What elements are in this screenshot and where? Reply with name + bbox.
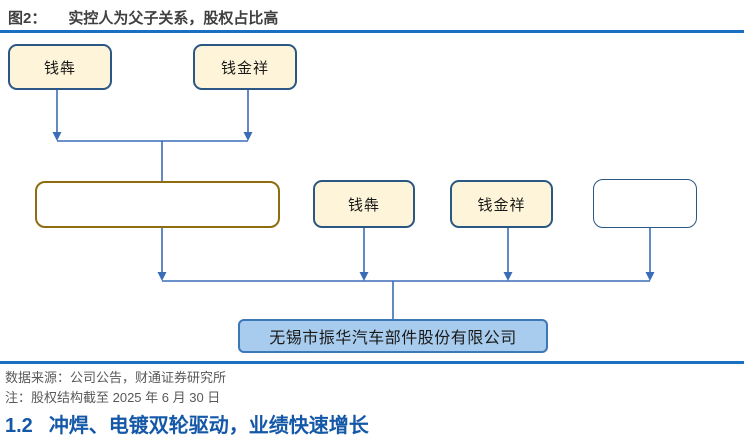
figure-top-rule: [0, 30, 744, 33]
node-holding-entity-redacted: [35, 181, 280, 228]
data-source-line: 数据来源：公司公告，财通证券研究所: [5, 370, 227, 385]
figure-bottom-rule: [0, 361, 744, 364]
section-number: 1.2: [5, 415, 33, 437]
node-son-top-label: 钱金祥: [220, 59, 269, 77]
figure-title-text: 实控人为父子关系，股权占比高: [68, 10, 279, 27]
node-other-shareholder-redacted: [593, 179, 697, 228]
node-son-mid-label: 钱金祥: [477, 196, 526, 214]
node-son-top: 钱金祥: [193, 44, 297, 90]
section-heading: 1.2 冲焊、电镀双轮驱动，业绩快速增长: [5, 409, 369, 438]
node-son-mid: 钱金祥: [450, 180, 553, 228]
section-title: 冲焊、电镀双轮驱动，业绩快速增长: [48, 415, 369, 437]
figure-note-line: 注：股权结构截至 2025 年 6 月 30 日: [5, 390, 221, 405]
node-father-top-label: 钱犇: [43, 59, 76, 77]
node-father-top: 钱犇: [8, 44, 112, 90]
node-father-mid: 钱犇: [313, 180, 415, 228]
figure-number-label: 图2：: [8, 10, 47, 27]
node-company-label: 无锡市振华汽车部件股份有限公司: [269, 330, 517, 347]
node-father-mid-label: 钱犇: [347, 196, 380, 214]
node-listed-company: 无锡市振华汽车部件股份有限公司: [238, 319, 548, 353]
figure-title: 图2： 实控人为父子关系，股权占比高: [8, 7, 278, 28]
